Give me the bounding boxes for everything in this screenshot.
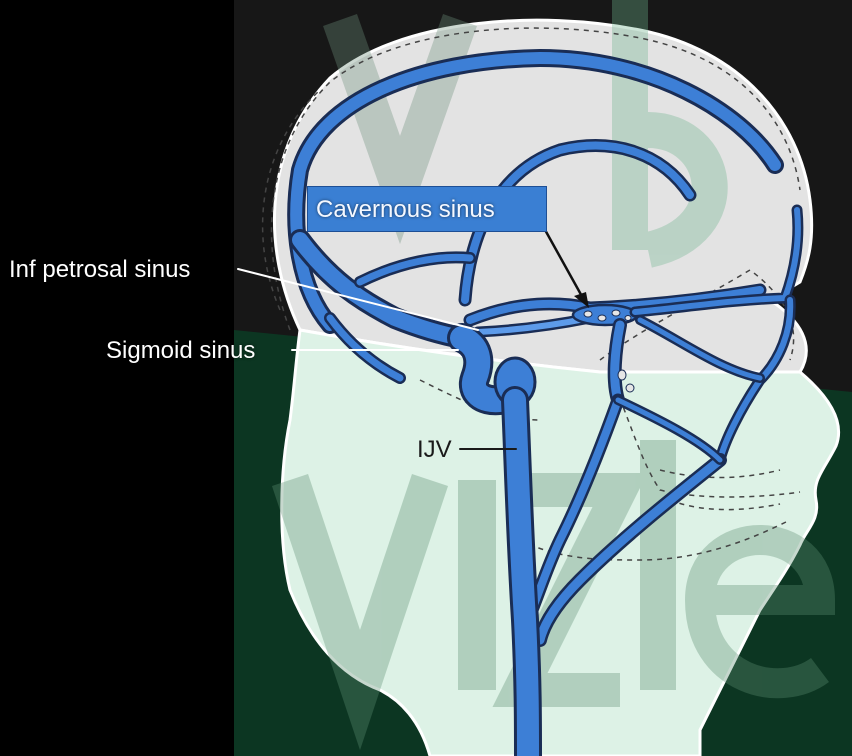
cavernous-sinus-label: Cavernous sinus (307, 186, 547, 232)
ijv-label: IJV (417, 436, 452, 464)
sigmoid-sinus-label: Sigmoid sinus (106, 337, 255, 365)
inf-petrosal-sinus-label: Inf petrosal sinus (9, 256, 190, 284)
cavernous-sinus-plexus (573, 305, 637, 325)
